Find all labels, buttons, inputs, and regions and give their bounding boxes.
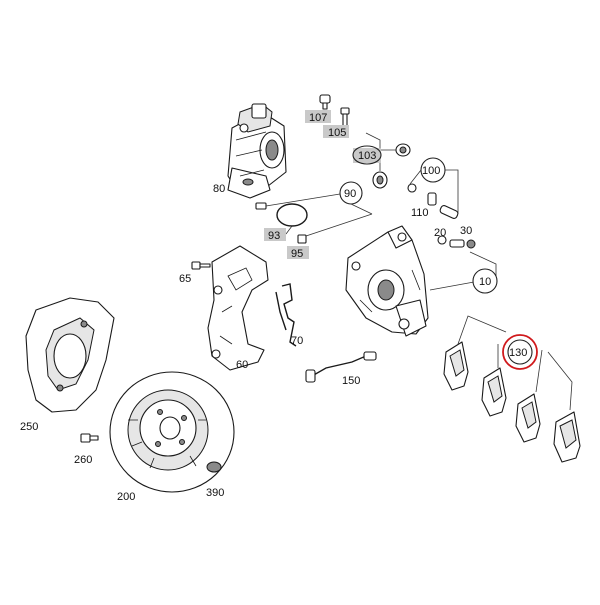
label-70: 70 [291, 335, 303, 347]
callout-10[interactable] [472, 268, 498, 294]
tag-107 [305, 110, 331, 123]
part-60-caliper-bracket[interactable] [207, 245, 269, 371]
part-200-brake-disc[interactable] [109, 371, 235, 493]
label-80: 80 [213, 183, 225, 195]
label-390: 390 [206, 487, 224, 499]
label-130: 130 [509, 347, 527, 359]
part-30-cap[interactable] [466, 239, 476, 249]
label-95: 95 [291, 248, 303, 260]
part-150-wear-sensor[interactable] [305, 351, 377, 383]
part-250-splash-shield[interactable] [25, 297, 115, 413]
part-130-brake-pads[interactable] [443, 341, 581, 463]
label-260: 260 [74, 454, 92, 466]
label-110: 110 [411, 207, 429, 219]
label-150: 150 [342, 375, 360, 387]
tag-95 [287, 246, 309, 259]
part-107-screw[interactable] [319, 94, 331, 110]
label-105: 105 [328, 127, 346, 139]
part-70-spring-clip[interactable] [275, 283, 297, 347]
label-200: 200 [117, 491, 135, 503]
part-10-caliper[interactable] [345, 225, 429, 337]
label-20: 20 [434, 227, 446, 239]
label-30: 30 [460, 225, 472, 237]
label-65: 65 [179, 273, 191, 285]
part-100-guide-pin[interactable] [407, 183, 459, 219]
label-250: 250 [20, 421, 38, 433]
part-260-bolt[interactable] [80, 433, 99, 443]
part-93-o-ring[interactable] [276, 203, 308, 227]
highlight-circle-130 [502, 334, 538, 370]
part-105-bolt[interactable] [340, 107, 350, 135]
callout-130[interactable] [507, 339, 533, 365]
label-100: 100 [422, 165, 440, 177]
part-390-screw[interactable] [206, 461, 222, 473]
part-20-bleeder[interactable] [437, 235, 465, 248]
tag-105 [323, 125, 349, 138]
label-93: 93 [268, 230, 280, 242]
label-107: 107 [309, 112, 327, 124]
tag-93 [264, 228, 286, 241]
part-80-brake-motor[interactable] [227, 103, 287, 199]
label-60: 60 [236, 359, 248, 371]
label-90: 90 [344, 188, 356, 200]
tag-103 [353, 148, 381, 163]
label-103: 103 [358, 150, 376, 162]
part-65-bolt[interactable] [191, 261, 211, 270]
part-90-bolt[interactable] [255, 202, 267, 210]
label-10: 10 [479, 276, 491, 288]
part-95-screw[interactable] [297, 234, 307, 244]
